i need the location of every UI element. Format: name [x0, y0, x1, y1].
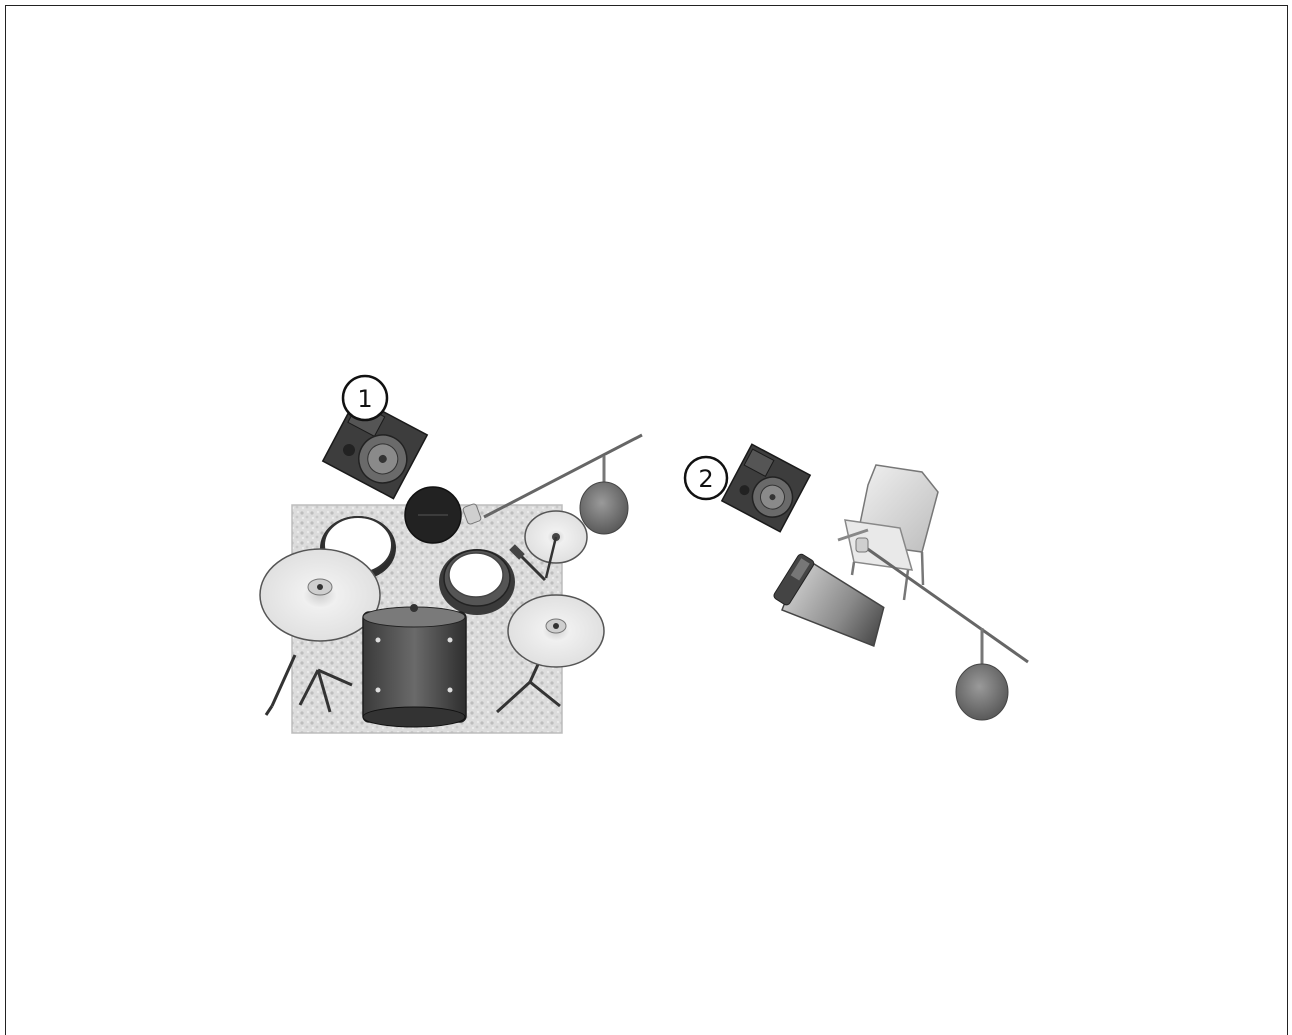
rack-tom	[439, 549, 515, 615]
callout-1: 1	[341, 374, 389, 422]
boom-mic-stand-2	[855, 537, 1029, 721]
bass-drum	[362, 604, 467, 728]
monitor-wedge-1	[321, 396, 429, 500]
callout-1-number: 1	[357, 385, 372, 413]
bass-amp	[773, 553, 885, 648]
callout-2-number: 2	[698, 465, 713, 493]
chair	[837, 464, 939, 601]
hi-hat-stand	[264, 654, 353, 716]
monitor-wedge-2	[720, 443, 812, 533]
drum-mic	[509, 544, 547, 582]
ride-cymbal	[507, 594, 605, 668]
crash-cymbal-left	[259, 548, 381, 642]
splash-cymbal	[524, 510, 588, 579]
drum-throne	[404, 486, 462, 544]
diagram-frame	[5, 5, 1288, 1035]
callout-2: 2	[683, 455, 729, 501]
boom-mic-stand-1	[462, 433, 643, 535]
